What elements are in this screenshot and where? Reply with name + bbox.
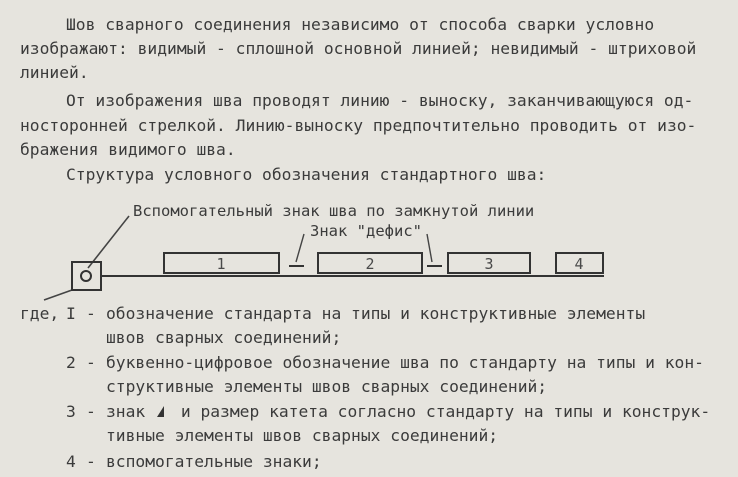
aux-sign-label: Вспомогательный знак шва по замкнутой ли… (133, 202, 534, 220)
paragraph-3: Структура условного обозначения стандарт… (66, 165, 547, 184)
paragraph-2-line-3: бражения видимого шва. (20, 140, 236, 159)
closed-line-circle-icon (80, 270, 92, 282)
legend-item-3-line-1: знак и размер катета согласно стандарту … (106, 403, 710, 421)
field-box-3-number: 3 (484, 255, 493, 273)
paragraph-2-line-2: носторонней стрелкой. Линию-выноску пред… (20, 116, 697, 135)
fillet-triangle-icon (155, 403, 171, 421)
legend-item-2-line-1: буквенно-цифровое обозначение шва по ста… (106, 353, 704, 372)
field-box-1 (163, 252, 280, 274)
legend-item-1-number: I (66, 304, 76, 323)
legend-item-4-number: 4 (66, 452, 76, 471)
legend-item-2-line-2: структивные элементы швов сварных соедин… (106, 377, 548, 396)
field-box-2-number: 2 (365, 255, 374, 273)
legend-item-2-dash: - (86, 353, 96, 372)
aux-sign-leader-line (87, 215, 130, 269)
hyphen-sign-label: Знак "дефис" (310, 222, 422, 240)
legend-item-4-dash: - (86, 452, 96, 471)
legend-item-3-dash: - (86, 402, 96, 421)
aux-sign-box (71, 261, 102, 291)
legend-item-1-line-2: швов сварных соединений; (106, 328, 342, 347)
paragraph-1-line-2: изображают: видимый - сплошной основной … (20, 39, 697, 58)
field-box-4-number: 4 (574, 255, 583, 273)
legend-item-4-line-1: вспомогательные знаки; (106, 452, 322, 471)
legend-item-3-number: 3 (66, 402, 76, 421)
hyphen-leader-right (426, 233, 433, 263)
arrow-leader-line (43, 289, 73, 301)
legend-item-3-sign-word: знак (106, 402, 146, 421)
field-box-3 (447, 252, 531, 274)
paragraph-1-line-1: Шов сварного соединения независимо от сп… (66, 15, 655, 34)
legend-item-1-line-1: обозначение стандарта на типы и конструк… (106, 304, 646, 323)
legend-intro: где, (20, 304, 60, 323)
legend-item-1-dash: - (86, 304, 96, 323)
paragraph-2-line-1: От изображения шва проводят линию - выно… (66, 91, 694, 110)
legend-item-2-number: 2 (66, 353, 76, 372)
field-box-2 (317, 252, 423, 274)
hyphen-leader-left (295, 233, 305, 263)
field-box-4 (555, 252, 604, 274)
paragraph-1-line-3: линией. (20, 63, 89, 82)
legend-item-3-line-2: тивные элементы швов сварных соединений; (106, 426, 499, 445)
legend-item-3-text: и размер катета согласно стандарту на ти… (180, 402, 711, 421)
field-box-1-number: 1 (216, 255, 225, 273)
